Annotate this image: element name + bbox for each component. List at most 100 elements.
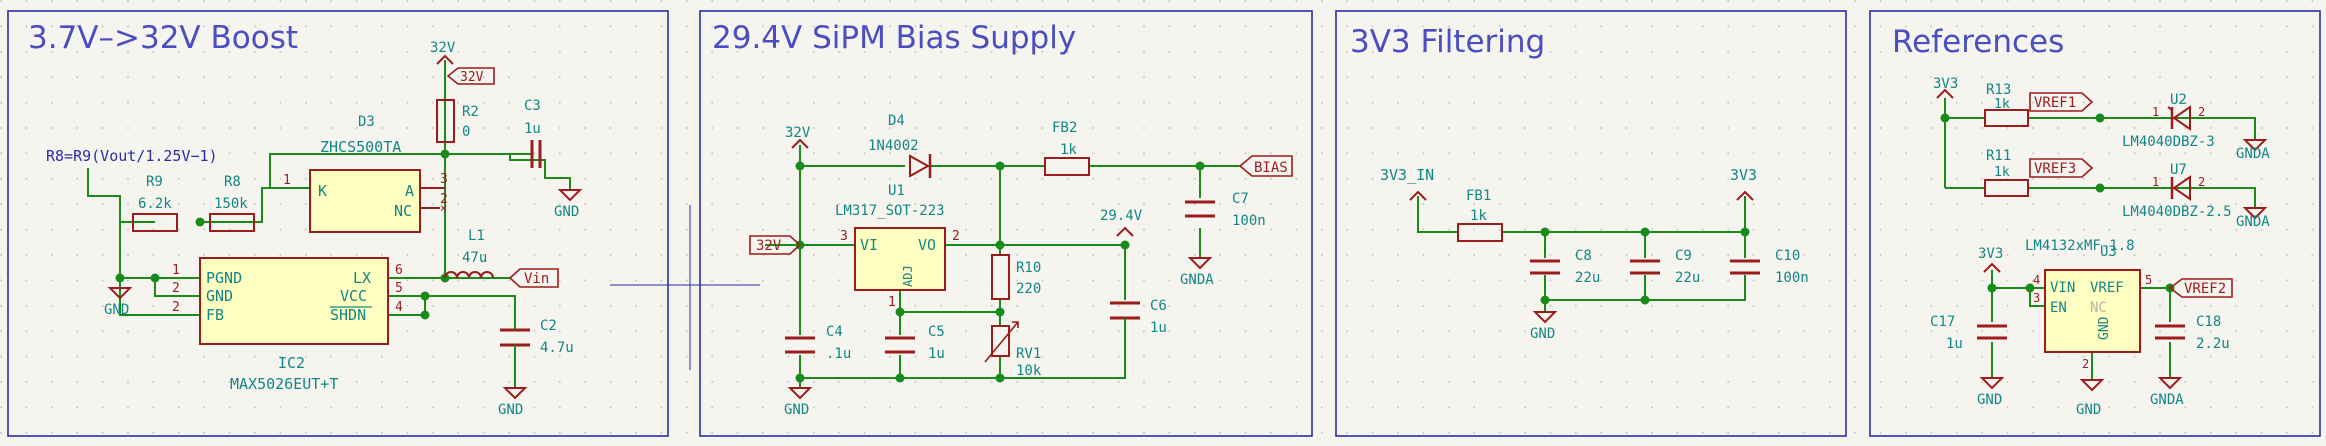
- svg-text:GND: GND: [104, 302, 129, 318]
- rv1-potentiometer[interactable]: RV1 10k: [984, 321, 1042, 379]
- r8-resistor[interactable]: R8 150k: [209, 174, 255, 232]
- fb2-ferrite[interactable]: FB2 1k: [1044, 120, 1090, 176]
- svg-text:Vin: Vin: [524, 271, 549, 287]
- flag-vref3[interactable]: VREF3: [2029, 158, 2094, 178]
- gnd-symbol-filter: GND: [1530, 311, 1558, 342]
- c4-capacitor[interactable]: C4 .1u: [785, 324, 851, 362]
- u3-ref: U3: [2100, 244, 2117, 260]
- svg-text:FB: FB: [206, 306, 224, 324]
- c3-value: 1u: [524, 121, 541, 137]
- flag-vref2[interactable]: VREF2: [2168, 278, 2233, 298]
- flag-bias[interactable]: BIAS: [1238, 155, 1293, 177]
- flag-vin[interactable]: Vin: [508, 268, 559, 288]
- c6-value: 1u: [1150, 320, 1167, 336]
- flag-32v-bias[interactable]: 32V: [749, 235, 802, 255]
- r11-resistor[interactable]: R11 1k: [1984, 148, 2029, 197]
- ic2-chip[interactable]: PGND GND FB LX VCC SHDN 1 2 2 6 5 4 IC2 …: [172, 257, 403, 393]
- ic2-value: MAX5026EUT+T: [230, 375, 338, 393]
- l1-inductor[interactable]: L1 47u: [444, 228, 494, 279]
- flag-vref1[interactable]: VREF1: [2029, 92, 2094, 112]
- u2-ref: U2: [2170, 92, 2187, 108]
- c3-capacitor[interactable]: C3 1u: [510, 98, 542, 168]
- svg-text:3: 3: [440, 172, 448, 187]
- r2-resistor[interactable]: R2 0: [436, 60, 479, 143]
- r11-value: 1k: [1994, 165, 2010, 180]
- sheet-frame-boost[interactable]: [7, 10, 669, 437]
- gnda-symbol-c18: GNDA: [2150, 377, 2184, 408]
- rv1-value: 10k: [1016, 363, 1042, 379]
- fb1-ref: FB1: [1466, 188, 1491, 204]
- c7-capacitor[interactable]: C7 100n: [1185, 191, 1266, 229]
- flag-32v-boost[interactable]: 32V: [446, 67, 495, 85]
- svg-text:GND: GND: [498, 402, 523, 418]
- svg-text:GND: GND: [206, 287, 233, 305]
- r8-value: 150k: [214, 196, 248, 212]
- svg-text:NC: NC: [2090, 300, 2107, 316]
- d3-diode[interactable]: K A NC D3 ZHCS500TA × 1 3 2: [283, 114, 448, 233]
- svg-text:GNDA: GNDA: [1180, 272, 1214, 288]
- c8-capacitor[interactable]: C8 22u: [1530, 248, 1600, 286]
- gnda-symbol-bias: GNDA: [1180, 257, 1214, 288]
- svg-text:VCC: VCC: [340, 287, 367, 305]
- net-3v3-refs: 3V3: [1933, 76, 1958, 99]
- c17-capacitor[interactable]: C17 1u: [1930, 314, 2007, 352]
- svg-text:BIAS: BIAS: [1254, 160, 1288, 176]
- net-3v3-in: 3V3_IN: [1380, 166, 1434, 201]
- svg-text:1: 1: [888, 295, 896, 310]
- svg-text:2: 2: [172, 300, 180, 315]
- svg-text:3V3: 3V3: [1730, 166, 1757, 184]
- svg-text:3: 3: [2033, 291, 2040, 305]
- c7-ref: C7: [1232, 191, 1249, 207]
- svg-text:VO: VO: [918, 236, 936, 254]
- u7-ref: U7: [2170, 162, 2187, 178]
- svg-text:PGND: PGND: [206, 269, 242, 287]
- c4-value: .1u: [826, 346, 851, 362]
- gnda-symbol-u2: GNDA: [2236, 139, 2270, 162]
- sheet-frame-bias[interactable]: [699, 10, 1313, 437]
- svg-text:GNDA: GNDA: [2150, 392, 2184, 408]
- d3-pin-a: A: [405, 182, 414, 200]
- d4-diode[interactable]: D4 1N4002: [868, 113, 932, 178]
- r10-resistor[interactable]: R10 220: [991, 254, 1041, 300]
- c2-value: 4.7u: [540, 340, 574, 356]
- u2-reference-diode[interactable]: U2 LM4040DBZ-3 1 2: [2122, 92, 2215, 150]
- gnda-symbol-u7: GNDA: [2236, 207, 2270, 230]
- net-29v4: 29.4V: [1100, 208, 1143, 237]
- svg-text:GNDA: GNDA: [2236, 214, 2270, 230]
- u1-ref: U1: [888, 183, 905, 199]
- sheet-frame-references[interactable]: [1869, 10, 2321, 437]
- svg-text:4: 4: [2033, 273, 2040, 287]
- sheet-title-filter: 3V3 Filtering: [1350, 24, 1545, 60]
- fb1-ferrite[interactable]: FB1 1k: [1457, 188, 1503, 242]
- boost-wires: [87, 100, 571, 388]
- u3-reference-ic[interactable]: VIN VREF EN NC GND U3 LM4132xMF-1.8 4 3 …: [2025, 238, 2152, 371]
- u1-regulator[interactable]: VI VO ADJ U1 LM317_SOT-223 3 2 1: [835, 183, 960, 310]
- c10-capacitor[interactable]: C10 100n: [1730, 248, 1809, 286]
- gnd-symbol-c17: GND: [1977, 377, 2005, 408]
- r13-resistor[interactable]: R13 1k: [1984, 82, 2029, 127]
- filter-sheet: 3V3_IN FB1 1k 3V3 C8 22u C9 22u C10 100n: [1380, 166, 1809, 342]
- svg-text:32V: 32V: [756, 238, 782, 254]
- c2-capacitor[interactable]: C2 4.7u: [500, 318, 574, 370]
- svg-text:VIN: VIN: [2050, 280, 2075, 296]
- svg-text:VI: VI: [860, 236, 878, 254]
- c6-capacitor[interactable]: C6 1u: [1110, 298, 1167, 336]
- gnd-symbol-bias: GND: [784, 387, 813, 418]
- sheet-frame-filter[interactable]: [1335, 10, 1847, 437]
- u3-value: LM4132xMF-1.8: [2025, 238, 2135, 254]
- svg-text:GND: GND: [1530, 326, 1555, 342]
- gnd-symbol-u3: GND: [2076, 379, 2105, 418]
- c5-capacitor[interactable]: C5 1u: [885, 324, 945, 362]
- svg-text:ADJ: ADJ: [901, 265, 915, 287]
- ic2-ref: IC2: [278, 354, 305, 372]
- gnd-symbol-c2: GND: [498, 387, 528, 418]
- c9-capacitor[interactable]: C9 22u: [1630, 248, 1700, 286]
- fb2-ref: FB2: [1052, 120, 1077, 136]
- r9-resistor[interactable]: R9 6.2k: [132, 174, 178, 232]
- svg-text:29.4V: 29.4V: [1100, 208, 1143, 224]
- svg-text:GNDA: GNDA: [2236, 146, 2270, 162]
- u7-reference-diode[interactable]: U7 LM4040DBZ-2.5 1 2: [2122, 162, 2232, 220]
- c18-capacitor[interactable]: C18 2.2u: [2155, 314, 2230, 352]
- d4-ref: D4: [888, 113, 905, 129]
